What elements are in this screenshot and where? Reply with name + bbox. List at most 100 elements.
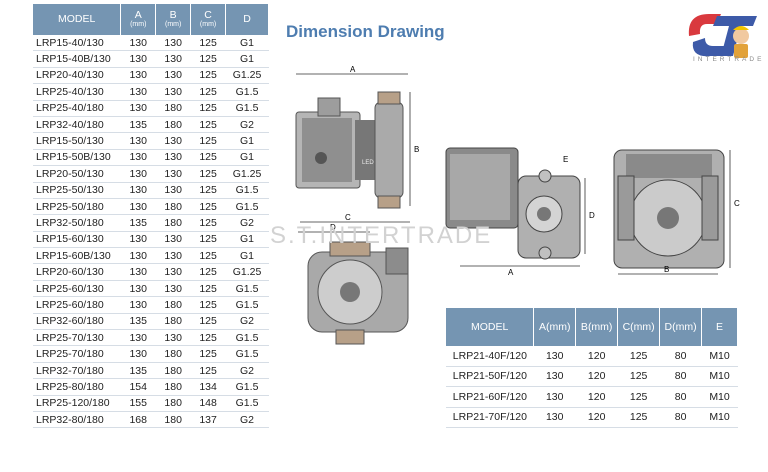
page-title: Dimension Drawing: [286, 22, 445, 41]
model-cell: LRP25-60/180: [33, 296, 121, 314]
value-cell: 130: [120, 280, 156, 298]
column-header-label: A: [538, 320, 546, 333]
value-cell: 130: [120, 83, 156, 101]
value-cell: G1.5: [225, 395, 269, 412]
value-cell: 125: [190, 231, 226, 249]
column-header-label: MODEL: [470, 320, 509, 333]
model-cell: LRP32-40/180: [33, 116, 121, 134]
dim-label-a: A: [350, 65, 356, 74]
value-cell: 130: [120, 296, 156, 314]
column-header: A(mm): [120, 4, 157, 35]
value-cell: 130: [533, 386, 576, 408]
led-label: LED: [362, 160, 374, 166]
value-cell: G2: [225, 411, 269, 429]
value-cell: 180: [155, 411, 191, 429]
value-cell: G1.25: [225, 263, 269, 281]
value-cell: M10: [701, 407, 738, 428]
model-cell: LRP15-60/130: [33, 231, 121, 249]
column-header-unit: (mm): [130, 21, 147, 29]
column-header: MODEL: [33, 4, 122, 35]
value-cell: G1: [225, 132, 269, 150]
column-header: B(mm): [575, 308, 619, 346]
value-cell: 130: [120, 50, 156, 68]
model-cell: LRP25-80/180: [33, 378, 121, 396]
value-cell: G1: [225, 35, 269, 52]
value-cell: 180: [155, 395, 191, 412]
value-cell: G1: [225, 149, 269, 167]
value-cell: G1.25: [225, 67, 269, 85]
value-cell: 130: [120, 165, 156, 183]
flange-pump-front-view: C B: [613, 149, 740, 275]
watermark: S.T.INTERTRADE: [270, 222, 493, 249]
model-cell: LRP32-70/180: [33, 362, 121, 380]
value-cell: 135: [120, 116, 156, 134]
value-cell: 125: [617, 407, 660, 428]
value-cell: M10: [701, 386, 738, 408]
value-cell: 130: [120, 182, 156, 199]
column-header-label: B: [580, 320, 588, 333]
column-header: A(mm): [533, 308, 577, 346]
value-cell: 130: [120, 247, 156, 265]
column-header-unit: (mm): [672, 320, 697, 333]
value-cell: 180: [155, 100, 191, 117]
model-cell: LRP32-60/180: [33, 313, 121, 331]
model-cell: LRP21-70F/120: [446, 407, 534, 428]
model-cell: LRP25-60/130: [33, 280, 121, 298]
column-header-label: B: [169, 9, 177, 22]
value-cell: 125: [190, 214, 226, 232]
value-cell: G1.5: [225, 296, 269, 314]
value-cell: 125: [190, 83, 226, 101]
value-cell: 155: [120, 395, 156, 412]
model-cell: LRP15-50B/130: [33, 149, 121, 167]
column-header: C(mm): [190, 4, 227, 35]
value-cell: G2: [225, 214, 269, 232]
value-cell: G2: [225, 116, 269, 134]
column-header-label: A: [134, 9, 142, 22]
column-header-label: D: [243, 12, 251, 25]
column-header: MODEL: [446, 308, 535, 346]
value-cell: 125: [190, 182, 226, 199]
value-cell: 180: [155, 313, 191, 331]
model-cell: LRP25-70/180: [33, 345, 121, 363]
value-cell: G1.5: [225, 345, 269, 363]
dim-label-c-front: C: [734, 199, 740, 208]
model-cell: LRP20-60/130: [33, 263, 121, 281]
value-cell: 130: [155, 35, 191, 52]
value-cell: 120: [575, 407, 618, 428]
value-cell: 80: [659, 407, 702, 428]
value-cell: 120: [575, 346, 618, 367]
column-header-label: C: [204, 9, 212, 22]
value-cell: G1.5: [225, 198, 269, 216]
value-cell: G2: [225, 313, 269, 331]
value-cell: 180: [155, 378, 191, 396]
pump-side-view: A B LED: [295, 65, 419, 209]
model-cell: LRP15-40B/130: [33, 50, 121, 68]
value-cell: 125: [190, 67, 226, 85]
value-cell: 130: [120, 231, 156, 249]
value-cell: 130: [120, 345, 156, 363]
model-cell: LRP25-70/130: [33, 329, 121, 347]
value-cell: 134: [190, 378, 226, 396]
dim-label-d-bottom: D: [330, 223, 336, 232]
model-cell: LRP21-50F/120: [446, 366, 534, 387]
model-cell: LRP15-60B/130: [33, 247, 121, 265]
value-cell: 135: [120, 313, 156, 331]
value-cell: 130: [120, 263, 156, 281]
